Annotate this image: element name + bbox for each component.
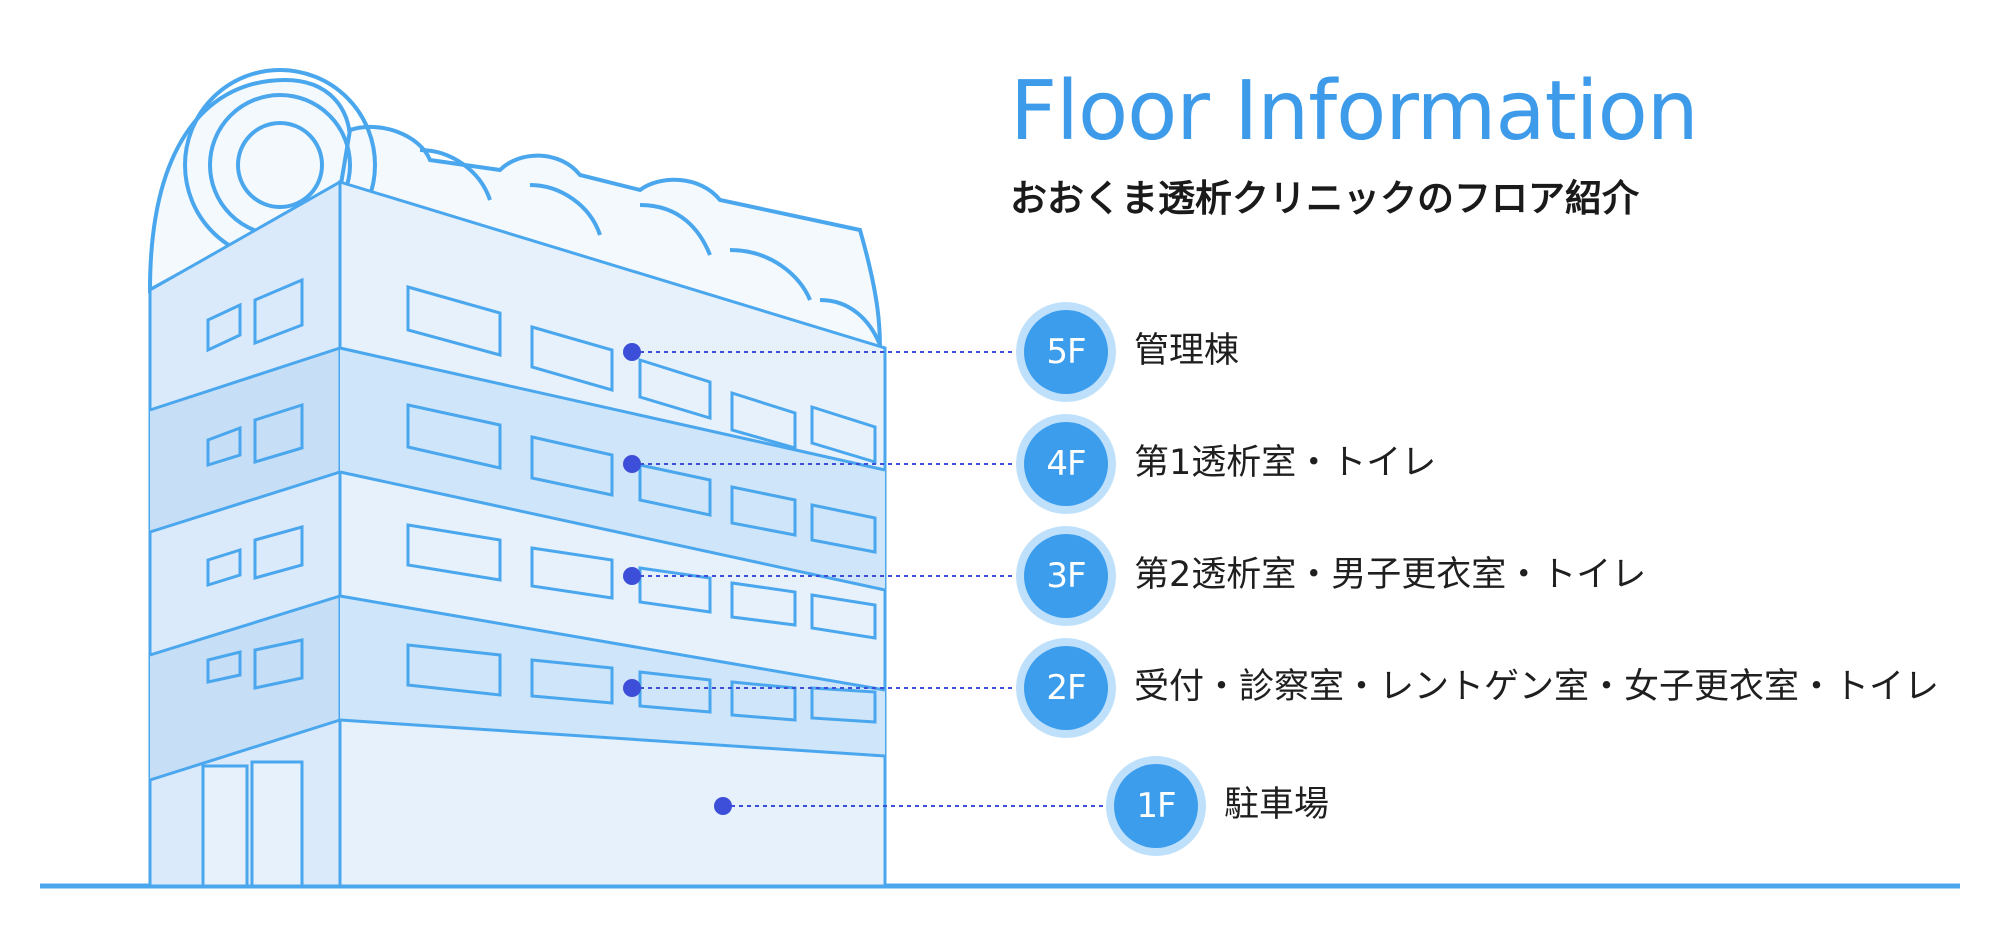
leader-dot-2f	[623, 679, 641, 697]
floor-description: 受付・診察室・レントゲン室・女子更衣室・トイレ	[1134, 667, 1940, 707]
floor-description: 駐車場	[1224, 785, 1330, 825]
floor-label: 2F	[1024, 646, 1108, 730]
floor-badge: 3F	[1016, 526, 1116, 626]
leader-dot-1f	[714, 797, 732, 815]
floor-label: 3F	[1024, 534, 1108, 618]
rooftop-arches	[147, 68, 883, 353]
floor-label: 4F	[1024, 422, 1108, 506]
leader-dot-3f	[623, 567, 641, 585]
floor-badge: 2F	[1016, 638, 1116, 738]
building-windows	[206, 277, 877, 724]
leader-dots	[623, 343, 732, 815]
leader-dot-5f	[623, 343, 641, 361]
floor-label: 5F	[1024, 310, 1108, 394]
leader-lines	[632, 351, 1106, 807]
floor-description: 第1透析室・トイレ	[1134, 443, 1437, 483]
floor-description: 第2透析室・男子更衣室・トイレ	[1134, 555, 1647, 595]
floor-label: 1F	[1114, 764, 1198, 848]
title-japanese: おおくま透析クリニックのフロア紹介	[1010, 177, 1639, 220]
building-left-face	[148, 179, 342, 888]
floor-badge: 1F	[1106, 756, 1206, 856]
leader-dot-4f	[623, 455, 641, 473]
floor-badge: 5F	[1016, 302, 1116, 402]
floor-description: 管理棟	[1134, 331, 1240, 371]
floor-badge: 4F	[1016, 414, 1116, 514]
title-english: Floor Information	[1010, 64, 1699, 159]
